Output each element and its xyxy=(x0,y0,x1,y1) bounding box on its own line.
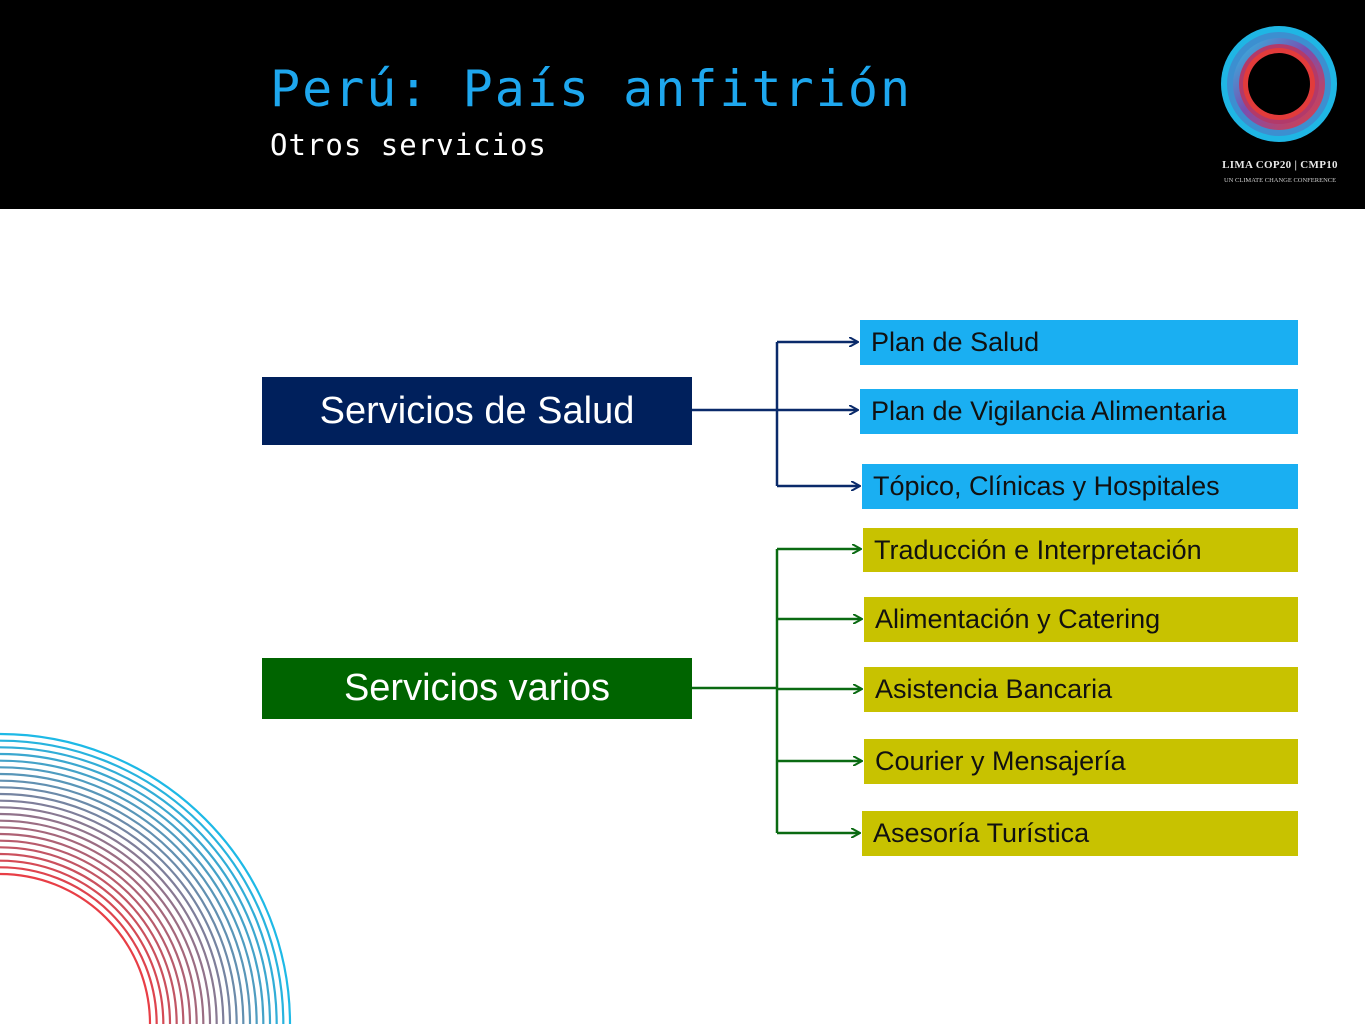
decorative-arc xyxy=(0,846,178,1024)
item-traduccion-interpretacion: Traducción e Interpretación xyxy=(863,528,1298,572)
decorative-arc xyxy=(0,739,285,1024)
item-alimentacion-catering: Alimentación y Catering xyxy=(864,597,1298,642)
logo-title: LIMA COP20 | CMP10 xyxy=(1222,159,1338,171)
cop20-ring-icon xyxy=(1221,26,1337,142)
item-asesoria-turistica: Asesoría Turística xyxy=(862,811,1298,856)
category-servicios-varios: Servicios varios xyxy=(262,658,692,719)
decorative-arc xyxy=(0,812,212,1024)
decorative-arc xyxy=(0,746,278,1024)
decorative-arc xyxy=(0,872,152,1024)
decorative-arc xyxy=(0,759,265,1024)
decorative-arc xyxy=(0,832,192,1024)
decorative-arcs xyxy=(0,732,292,1024)
decorative-arc xyxy=(0,779,245,1024)
decorative-arc xyxy=(0,792,232,1024)
misc-connectors xyxy=(692,549,861,833)
decorative-arc xyxy=(0,772,252,1024)
decorative-arc xyxy=(0,839,185,1024)
decorative-arc xyxy=(0,806,218,1024)
item-plan-de-salud: Plan de Salud xyxy=(860,320,1298,365)
cop20-logo: LIMA COP20 | CMP10 UN CLIMATE CHANGE CON… xyxy=(1210,20,1350,195)
health-connectors xyxy=(692,342,859,486)
decorative-arc xyxy=(0,819,205,1024)
slide-title: Perú: País anfitrión xyxy=(270,60,913,118)
decorative-arc xyxy=(0,826,198,1024)
slide-subtitle: Otros servicios xyxy=(270,128,547,162)
decorative-arc xyxy=(0,852,172,1024)
logo-caption: UN CLIMATE CHANGE CONFERENCE xyxy=(1223,177,1337,184)
decorative-arc xyxy=(0,799,225,1024)
decorative-arc xyxy=(0,866,158,1024)
item-plan-vigilancia-alimentaria: Plan de Vigilancia Alimentaria xyxy=(860,389,1298,434)
header-bar: Perú: País anfitrión Otros servicios LIM… xyxy=(0,0,1365,209)
decorative-arc xyxy=(0,732,292,1024)
decorative-arc xyxy=(0,786,238,1024)
decorative-arc xyxy=(0,859,165,1024)
item-courier-mensajeria: Courier y Mensajería xyxy=(864,739,1298,784)
item-asistencia-bancaria: Asistencia Bancaria xyxy=(864,667,1298,712)
category-servicios-de-salud: Servicios de Salud xyxy=(262,377,692,445)
item-topico-clinicas-hospitales: Tópico, Clínicas y Hospitales xyxy=(862,464,1298,509)
decorative-arc xyxy=(0,766,258,1024)
decorative-arc xyxy=(0,752,272,1024)
